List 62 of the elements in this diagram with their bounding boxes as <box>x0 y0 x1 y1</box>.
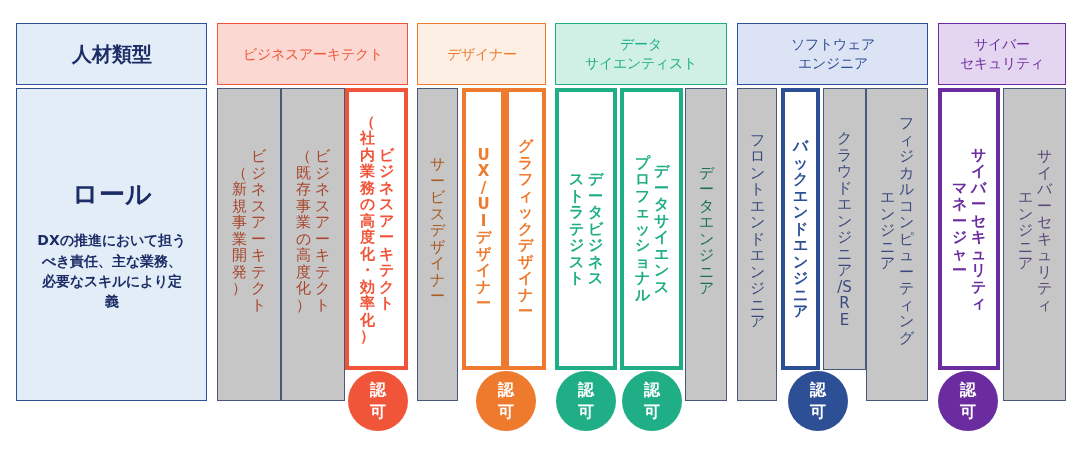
header-text: データ <box>620 35 662 54</box>
header-text: サイバー <box>974 35 1030 54</box>
header-text: ビジネスアーキテクト <box>242 44 383 64</box>
role-name: ストラテジスト <box>569 171 584 287</box>
category-header <box>555 23 727 85</box>
role-name: プロフェッショナル <box>634 154 650 304</box>
role-column <box>938 88 1000 370</box>
role-name: マネージャー <box>952 179 967 279</box>
header-text: デザイナー <box>446 44 517 64</box>
category-header <box>417 23 546 85</box>
role-column <box>1003 88 1066 401</box>
role-name: ビジネスアーキテクト <box>251 148 266 313</box>
role-name: ビジネスアーキテクト <box>378 146 394 312</box>
role-name: サイバーセキュリティ <box>971 146 986 312</box>
header-text: エンジニア <box>797 54 868 73</box>
role-description: DXの推進において担うべき責任、主な業務、必要なスキルにより定義 <box>36 231 187 312</box>
role-column <box>217 88 281 401</box>
header-text: セキュリティ <box>960 54 1044 73</box>
category-header <box>16 23 207 85</box>
role-name: グラフィックデザイナー <box>518 138 533 320</box>
role-column <box>462 88 505 370</box>
certification-badge: 認可 <box>938 371 998 431</box>
header-text: 人材類型 <box>71 40 152 68</box>
role-column <box>823 88 866 370</box>
role-name: （社内業務の高度化・効率化） <box>359 113 375 345</box>
role-name: （新規事業開発） <box>232 164 247 297</box>
role-title: ロール <box>71 178 152 212</box>
role-name: サイバーセキュリティ <box>1036 148 1052 313</box>
header-text: ソフトウェア <box>790 35 875 54</box>
header-text: サイエンティスト <box>585 54 697 73</box>
role-name: エンジニア <box>1017 189 1033 272</box>
role-name: データサイエンス <box>653 163 669 295</box>
role-column <box>685 88 727 401</box>
role-column <box>620 88 683 370</box>
role-name: （既存事業の高度化） <box>296 148 311 313</box>
category-header <box>737 23 928 85</box>
role-name: データエンジニア <box>698 164 714 297</box>
role-column <box>417 88 458 401</box>
certification-badge: 認可 <box>348 371 408 431</box>
category-header <box>938 23 1066 85</box>
role-name: ビジネスアーキテクト <box>315 148 330 313</box>
certification-badge: 認可 <box>476 371 536 431</box>
role-name: フィジカルコンピューティング <box>899 115 914 346</box>
role-column <box>505 88 546 370</box>
role-name: クラウドエンジニア/SRE <box>837 130 852 328</box>
role-name: フロントエンドエンジニア <box>749 131 765 330</box>
role-name: エンジニア <box>880 189 895 272</box>
category-header <box>217 23 408 85</box>
role-column <box>781 88 820 370</box>
role-name: サービスデザイナー <box>430 156 445 305</box>
role-name: データビジネス <box>588 171 603 287</box>
certification-badge: 認可 <box>788 371 848 431</box>
role-column <box>555 88 617 370</box>
certification-badge: 認可 <box>622 371 682 431</box>
role-column <box>737 88 777 401</box>
role-name: バックエンドエンジニア <box>793 138 808 320</box>
role-column <box>345 88 408 370</box>
role-definition-box <box>16 88 207 401</box>
role-name: UX/UIデザイナー <box>476 146 491 312</box>
certification-badge: 認可 <box>556 371 616 431</box>
role-column <box>281 88 345 401</box>
role-column <box>866 88 928 401</box>
